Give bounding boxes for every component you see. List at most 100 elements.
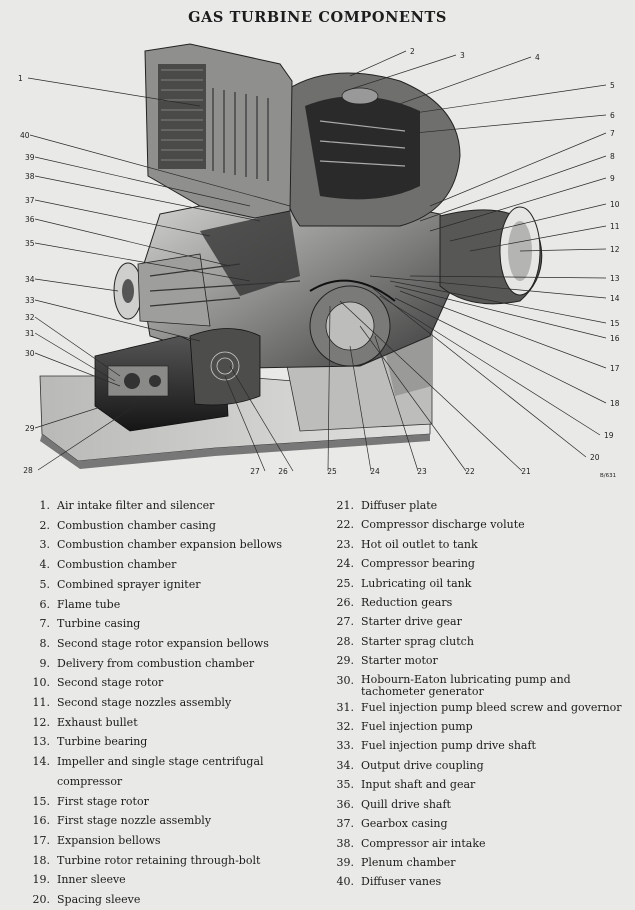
callout-number: 15 [610,319,620,328]
callout-number: 7 [610,129,615,138]
legend-item: 30.Hobourn-Eaton lubricating pump and ta… [328,671,630,698]
callout-number: 24 [370,467,380,476]
leader-line [34,352,121,387]
leader-line [27,77,201,107]
legend-number: 1. [39,499,51,512]
legend-label: Starter sprag clutch [361,634,474,648]
legend-label: Fuel injection pump drive shaft [361,739,536,753]
legend-number: 34. [336,758,355,772]
legend-item: 1. Air intake filter and silencer [10,496,320,516]
leader-line [394,285,607,339]
callout-number: 11 [610,222,620,231]
legend-number: 30. [336,673,355,687]
legend-number: 2. [39,518,51,532]
legend-label: Lubricating oil tank [361,576,472,590]
legend-item: 2.Combustion chamber casing [10,516,320,536]
legend-number: 22. [336,518,355,532]
legend-number: 19. [32,873,51,887]
legend-item: 21. Diffuser plate [328,496,630,515]
callout-number: 3 [460,51,465,60]
engine-housing [139,185,456,369]
legend-number: 36. [336,797,355,811]
legend-label: Exhaust bullet [57,715,138,729]
leader-line [34,242,251,282]
legend-item: 17.Expansion bellows [10,831,320,851]
callout-number: 38 [25,172,35,181]
leader-line [349,50,407,77]
callout-number: 28 [23,466,33,475]
legend-item: 15.First stage rotor [10,792,320,812]
callout-number: 14 [610,294,620,303]
legend-item: 9.Delivery from combustion chamber [10,654,320,674]
legend-item: 23.Hot oil outlet to tank [328,535,630,554]
legend-label: Reduction gears [361,596,453,610]
legend-label: Turbine bearing [57,735,148,749]
legend-label: Flame tube [57,597,121,611]
callout-number: 39 [25,153,35,162]
leader-line [37,395,151,471]
legend-label: Diffuser plate [361,499,438,512]
legend-item: 24.Compressor bearing [328,554,630,573]
callout-number: 31 [25,329,35,338]
legend-number: 31. [336,700,355,714]
legend-label: Starter drive gear [361,615,462,629]
legend-label: Second stage nozzles assembly [57,696,232,710]
legend-label: Spacing sleeve [57,893,141,907]
legend-item: 6. Flame tube [10,595,320,615]
legend-label: Output drive coupling [361,758,484,772]
leader-line [34,156,251,207]
legend-item: 37.Gearbox casing [328,814,630,833]
legend-number: 39. [336,855,355,869]
callout-number: 1 [18,74,23,83]
leader-line [34,218,231,267]
legend-label: Turbine rotor retaining through-bolt [57,853,261,867]
legend-item: 8.Second stage rotor expansion bellows [10,634,320,654]
leader-line [34,175,261,222]
legend-label: Combustion chamber [57,558,177,572]
leader-line [34,299,201,342]
leader-line [374,335,419,472]
callout-number: 9 [610,174,615,183]
legend-number: 16. [32,814,51,828]
legend-item: 35.Input shaft and gear [328,775,630,794]
leader-line [379,56,532,112]
callout-number: 35 [25,239,35,248]
legend-label: Fuel injection pump bleed screw and gove… [361,700,622,714]
legend-number: 9. [39,656,51,670]
legend-label: Air intake filter and silencer [57,499,215,512]
legend-item: 38.Compressor air intake [328,834,630,853]
callout-number: 40 [20,131,30,140]
leader-lines [27,50,607,472]
legend-number: 18. [32,853,51,867]
leader-line [344,54,457,92]
legend-item: 29.Starter motor [328,651,630,670]
leader-line [449,203,607,242]
legend-label: Fuel injection pump [361,720,473,734]
callout-number: 17 [610,364,620,373]
legend-item: 31. Fuel injection pump bleed screw and g… [328,698,630,717]
callout-number: 30 [25,349,35,358]
legend-label: Plenum chamber [361,855,456,869]
legend-number: 25. [336,576,355,590]
legend-item: 28. Starter sprag clutch [328,632,630,651]
legend-number: 6. [39,597,51,611]
reference-code: B/631 [600,473,616,479]
leader-line [429,177,607,232]
exhaust-duct [439,206,543,305]
legend-number: 8. [39,636,51,650]
legend-label: Turbine casing [57,617,141,631]
leader-line [369,285,587,458]
legend-item: 3.Combustion chamber expansion bellows [10,535,320,555]
legend-number: 35. [336,778,355,792]
legend-number: 21. [336,499,355,512]
starter-and-pump-assembly [94,328,261,432]
legend-number: 28. [336,634,355,648]
legend-number: 4. [39,558,51,572]
legend-item: 25. Lubricating oil tank [328,574,630,593]
page-title: GAS TURBINE COMPONENTS [188,9,447,26]
leader-line [399,290,607,369]
